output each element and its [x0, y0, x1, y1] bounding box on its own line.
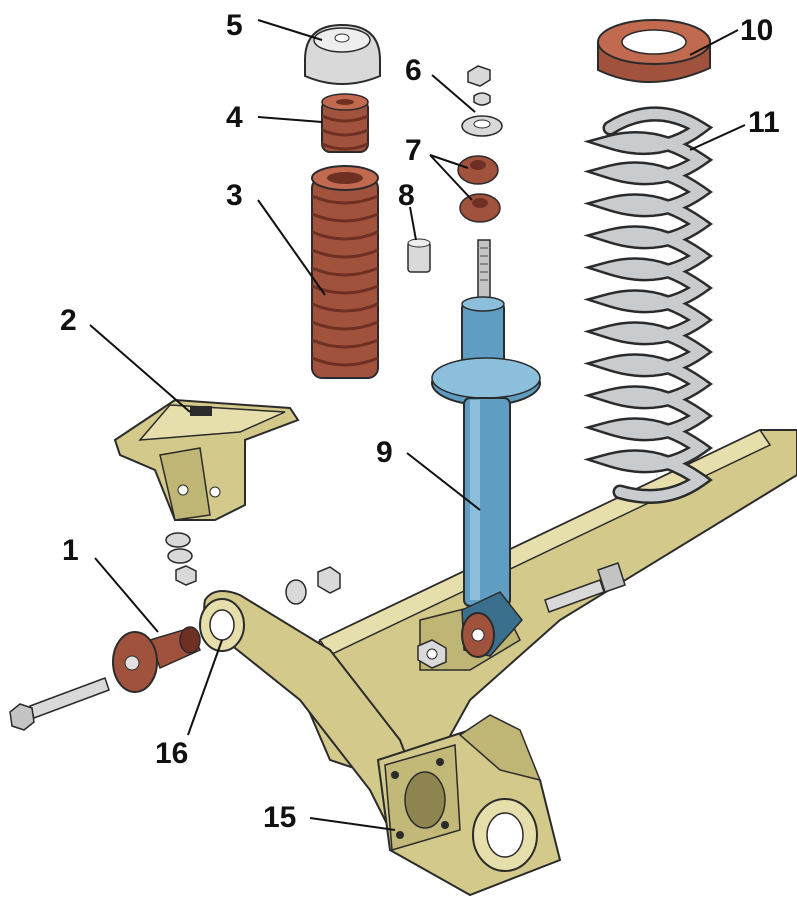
compression-buffer: [321, 93, 369, 153]
bracket-washers-nut: [165, 532, 197, 586]
protective-cap: [304, 23, 381, 85]
silent-block-bushing: [112, 626, 201, 693]
callout-5: 5: [226, 9, 243, 42]
spacer-sleeve: [407, 238, 431, 273]
callout-7: 7: [405, 134, 422, 167]
callout-15: 15: [263, 801, 296, 834]
callout-8: 8: [398, 179, 415, 212]
protective-boot: [311, 165, 379, 379]
callout-2: 2: [60, 304, 77, 337]
mounting-bracket: [113, 398, 300, 521]
beam-bolt: [544, 562, 626, 613]
callout-4: 4: [226, 101, 243, 134]
callout-3: 3: [226, 179, 243, 212]
beam-nut: [417, 639, 447, 669]
coil-spring: [583, 106, 714, 504]
callout-9: 9: [376, 436, 393, 469]
rubber-cushions: [457, 155, 501, 223]
callout-6: 6: [405, 54, 422, 87]
callout-1: 1: [62, 534, 79, 567]
leader-lines: [89, 19, 746, 831]
shock-absorber: [431, 239, 541, 658]
arm-washer-nut: [285, 566, 341, 605]
callout-10: 10: [740, 14, 773, 47]
spring-insulator: [597, 19, 711, 83]
long-bolt: [9, 677, 110, 731]
callout-16: 16: [155, 737, 188, 770]
callout-11: 11: [748, 106, 780, 139]
callouts: 1 2 3 4 5 6 7 8 9 10 11 15 16: [60, 9, 780, 834]
top-nut-washer: [461, 65, 503, 137]
